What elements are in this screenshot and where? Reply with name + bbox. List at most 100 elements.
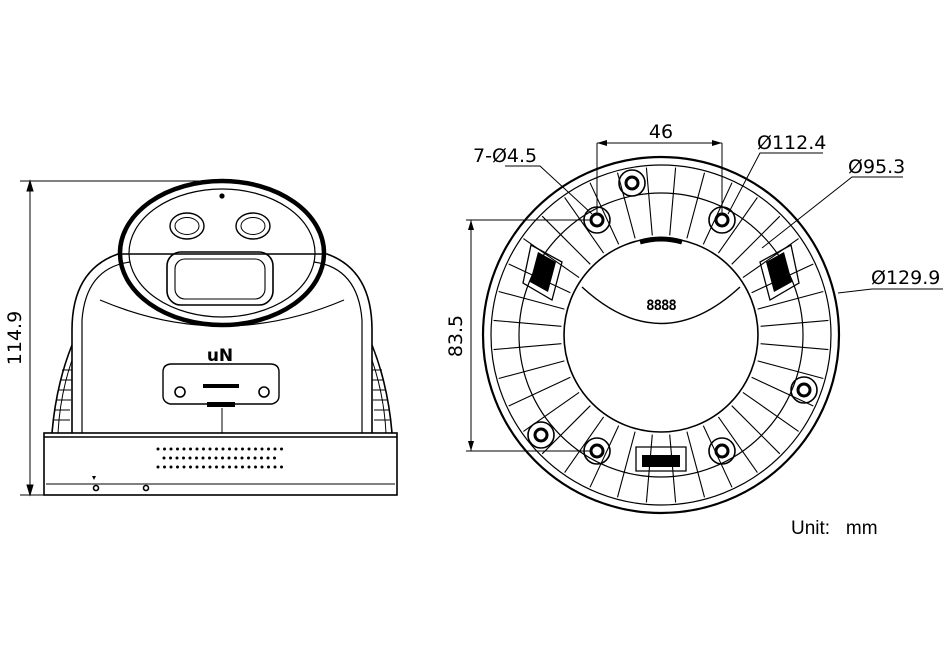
- vent-dot: [260, 465, 264, 469]
- rib-line: [742, 391, 799, 432]
- rib-line: [669, 167, 677, 236]
- height-dimension: [20, 179, 200, 497]
- rib-line: [702, 182, 733, 245]
- screw-hole-4: [790, 376, 818, 404]
- vent-dot: [280, 465, 283, 469]
- vent-dot: [247, 465, 251, 469]
- screw-hole-5: [527, 421, 555, 449]
- vent-dot: [260, 447, 264, 451]
- vent-dot: [182, 465, 186, 469]
- vent-dot: [169, 465, 173, 469]
- side-view: [20, 178, 398, 497]
- vent-dot: [267, 447, 270, 451]
- vent-dot: [176, 465, 179, 469]
- vent-dot: [247, 447, 251, 451]
- rib-line: [717, 416, 758, 473]
- vent-dot: [189, 465, 192, 469]
- rib-line: [523, 238, 580, 279]
- vent-dot: [156, 447, 160, 451]
- rib-line: [493, 319, 562, 327]
- vent-dot: [254, 465, 257, 469]
- rib-line: [760, 319, 829, 327]
- clip-left: [522, 244, 563, 301]
- panel-screw-left: [174, 386, 186, 398]
- rib-line: [686, 172, 706, 239]
- rib-line: [731, 215, 781, 265]
- label-dia-129: Ø129.9: [871, 267, 940, 289]
- screw-hole-7: [708, 437, 736, 465]
- rib-line: [564, 197, 605, 254]
- vent-dot: [234, 447, 238, 451]
- rib-line: [589, 425, 620, 488]
- vent-dot: [169, 456, 172, 460]
- rib-line: [757, 290, 824, 310]
- vent-dot: [215, 447, 218, 451]
- rib-line: [760, 343, 829, 351]
- ir-led-left: [169, 212, 205, 240]
- vent-dot: [241, 465, 244, 469]
- brand-logo: uN: [207, 346, 233, 366]
- bracket-ribs-right: [372, 369, 390, 421]
- vent-dot: [228, 465, 231, 469]
- rib-line: [686, 431, 706, 498]
- panel-screw-right: [258, 386, 270, 398]
- rib-line: [508, 376, 571, 407]
- base-plate: [43, 432, 398, 496]
- center-indicator: 8888: [646, 298, 676, 314]
- base-outer-circle: [481, 155, 841, 515]
- vent-dot: [273, 465, 277, 469]
- vent-dot: [182, 447, 186, 451]
- vent-dot: [221, 465, 225, 469]
- bracket-ribs-left: [54, 369, 72, 421]
- vent-dot: [214, 456, 218, 460]
- vent-dot: [247, 456, 250, 460]
- vent-dot: [175, 456, 179, 460]
- housing-skirt: [71, 253, 373, 433]
- rib-line: [589, 182, 620, 245]
- rib-line: [645, 167, 653, 236]
- vent-dot: [201, 456, 205, 460]
- leaders: [505, 152, 943, 294]
- base-outer-circle-2: [490, 164, 832, 506]
- vent-dot: [234, 465, 238, 469]
- label-dia-112: Ø112.4: [757, 132, 826, 154]
- rib-line: [498, 290, 565, 310]
- center-dome: [581, 286, 741, 325]
- rib-line: [541, 215, 591, 265]
- vent-dot: [163, 447, 166, 451]
- vent-dot: [266, 456, 270, 460]
- vent-dot: [189, 447, 192, 451]
- unit-label: Unit: mm: [791, 518, 878, 539]
- vent-dot: [215, 465, 218, 469]
- label-hole-count: 7-Ø4.5: [473, 145, 537, 167]
- vent-dot: [227, 456, 231, 460]
- rib-line: [541, 405, 591, 455]
- dim-46: [596, 140, 723, 214]
- vent-dot: [188, 456, 192, 460]
- vent-dot: [169, 447, 173, 451]
- rib-line: [645, 434, 653, 503]
- label-panel: [162, 363, 280, 405]
- vent-dot: [156, 465, 160, 469]
- vent-dot: [163, 465, 166, 469]
- vent-dot: [195, 465, 199, 469]
- rib-line: [564, 416, 605, 473]
- vent-dot: [162, 456, 166, 460]
- base-screw-left: [92, 484, 100, 492]
- rib-line: [742, 238, 799, 279]
- label-dia-95: Ø95.3: [848, 156, 905, 178]
- vent-dot: [195, 456, 198, 460]
- vent-dot: [273, 456, 276, 460]
- rib-line: [493, 343, 562, 351]
- vent-dot: [176, 447, 179, 451]
- vent-dot: [208, 465, 212, 469]
- vent-dot: [241, 447, 244, 451]
- bracket-left: [51, 344, 73, 434]
- vent-dot: [253, 456, 257, 460]
- vent-dot: [202, 447, 205, 451]
- base-view: [466, 140, 943, 515]
- rib-line: [669, 434, 677, 503]
- ir-led-right: [235, 212, 271, 240]
- vent-dot: [267, 465, 270, 469]
